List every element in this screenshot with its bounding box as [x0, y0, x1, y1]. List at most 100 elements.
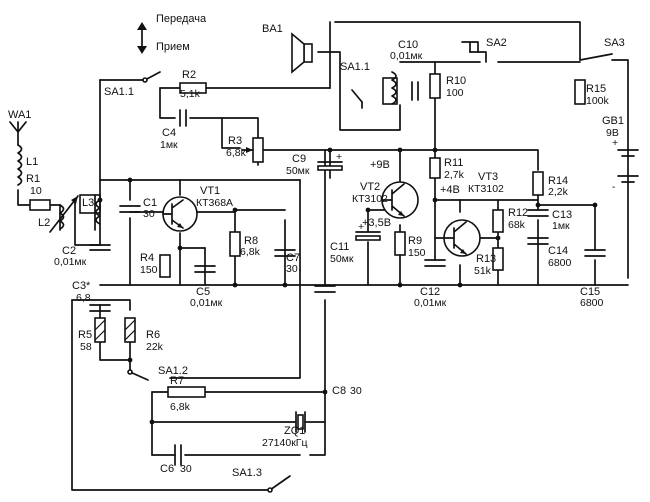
capacitor-c4: C4 1мк: [160, 109, 187, 151]
voltage-3-5v: +3,5В: [362, 217, 391, 229]
voltage-9v: +9В: [370, 159, 390, 171]
resistor-r8: R8 6,8k: [229, 231, 261, 258]
capacitor-c12: C12 0,01мк: [414, 259, 447, 309]
c3-ref: C3*: [72, 280, 91, 292]
resistor-r13: R13 51k: [474, 247, 504, 277]
r1-ref: R1: [26, 173, 40, 185]
transistor-vt2: VT2 КТ3102: [352, 181, 419, 219]
c15-ref: C15: [580, 286, 600, 298]
junctions: [97, 147, 598, 425]
c2-value: 0,01мк: [54, 256, 87, 268]
resistor-r9: R9 150: [394, 231, 426, 259]
r5-ref: R5: [78, 329, 92, 341]
c13-value: 1мк: [552, 220, 570, 232]
r7-ref: R7: [170, 375, 184, 387]
c15-value: 6800: [580, 297, 604, 309]
c11-ref: C11: [330, 241, 349, 253]
c9-ref: C9: [292, 153, 306, 165]
r11-ref: R11: [444, 157, 463, 169]
capacitor-c7: C7 30: [274, 249, 300, 275]
switch-sa1-3: SA1.3: [232, 467, 291, 493]
resistor-r11: R11 2,7k: [429, 157, 465, 181]
resistor-r15: R15 100k: [574, 79, 610, 107]
r13-value: 51k: [474, 265, 492, 277]
switch-sa1-1b: SA1.1: [340, 61, 370, 109]
inductor-l3: L3: [79, 194, 101, 231]
r4-value: 150: [140, 264, 158, 276]
l3-label: L3: [82, 197, 94, 209]
switch-sa1-2: SA1.2: [127, 365, 188, 381]
capacitor-c13: C13 1мк: [527, 209, 572, 232]
vt1-type: КТ368А: [196, 197, 233, 209]
r3-value: 6,8k: [226, 147, 247, 159]
r10-ref: R10: [446, 75, 466, 87]
r7-value: 6,8k: [170, 401, 191, 413]
r8-ref: R8: [244, 235, 258, 247]
c7-ref: C7: [286, 252, 300, 264]
r12-ref: R12: [508, 207, 528, 219]
sa1-3-label: SA1.3: [232, 467, 262, 479]
r6-value: 22k: [146, 341, 164, 353]
resistor-r6: R6 22k: [124, 317, 164, 353]
antenna-wa1: WA1: [8, 109, 31, 133]
r6-ref: R6: [146, 329, 160, 341]
mode-indicator: Передача Прием: [137, 13, 207, 54]
resistor-r2: R2 5,1k: [179, 69, 207, 100]
zq1-ref: ZQ1: [284, 425, 305, 437]
capacitor-c14: C14 6800: [527, 237, 572, 269]
vt1-ref: VT1: [200, 185, 220, 197]
transmit-label: Передача: [156, 13, 207, 25]
switch-sa2[interactable]: SA2: [461, 37, 507, 63]
gb1-plus: +: [612, 137, 618, 149]
resistor-r5: R5 58: [78, 317, 106, 353]
resistor-r12: R12 68k: [492, 207, 528, 233]
resistor-r10: R10 100: [429, 73, 466, 99]
sa1-1-label: SA1.1: [104, 86, 134, 98]
sa3-label: SA3: [604, 37, 625, 49]
r1-value: 10: [30, 185, 42, 197]
r13-ref: R13: [476, 253, 496, 265]
gb1-ref: GB1: [602, 115, 624, 127]
c10-ref: C10: [398, 39, 418, 51]
c8-value: 30: [350, 385, 362, 397]
c1-ref: C1: [143, 197, 157, 209]
r4-ref: R4: [140, 252, 154, 264]
capacitor-c3: C3* 6,8: [72, 280, 111, 312]
resistor-r1: R1 10: [26, 173, 51, 211]
sa1-2-label: SA1.2: [158, 365, 188, 377]
receive-label: Прием: [156, 41, 190, 53]
capacitor-c10: C10 0,01мк: [390, 39, 423, 101]
r2-value: 5,1k: [180, 88, 201, 100]
transistor-vt3: VT3 КТ3102: [443, 171, 504, 257]
gb1-voltage: 9В: [606, 127, 619, 139]
transistor-vt1: VT1 КТ368А: [162, 185, 233, 232]
gb1-minus: -: [612, 181, 616, 193]
switch-sa3[interactable]: SA3: [579, 37, 625, 61]
c2-ref: C2: [62, 245, 76, 257]
vt2-ref: VT2: [360, 181, 380, 193]
crystal-zq1: ZQ1 27140кГц: [262, 411, 308, 449]
c4-value: 1мк: [160, 139, 178, 151]
capacitor-c6: C6 30: [160, 444, 192, 475]
svg-text:+: +: [358, 221, 364, 233]
c9-value: 50мк: [286, 165, 310, 177]
capacitor-c15: C15 6800: [580, 249, 606, 309]
vt2-type: КТ3102: [352, 193, 388, 205]
coil-relay: [382, 71, 398, 105]
inductor-l1: L1: [17, 144, 38, 186]
l1-label: L1: [26, 156, 38, 168]
c12-value: 0,01мк: [414, 297, 447, 309]
c3-value: 6,8: [76, 292, 91, 304]
r10-value: 100: [446, 87, 464, 99]
potentiometer-r3: R3 6,8k: [226, 135, 264, 163]
resistor-r7: R7 6,8k: [167, 375, 206, 413]
ba1-label: BA1: [262, 23, 283, 35]
l2-label: L2: [38, 217, 50, 229]
r14-ref: R14: [548, 175, 568, 187]
c4-ref: C4: [162, 127, 176, 139]
c7-value: 30: [286, 263, 298, 275]
vt3-ref: VT3: [478, 171, 498, 183]
capacitor-c9: C9 50мк +: [286, 151, 343, 177]
voltage-4v: +4В: [440, 184, 460, 196]
